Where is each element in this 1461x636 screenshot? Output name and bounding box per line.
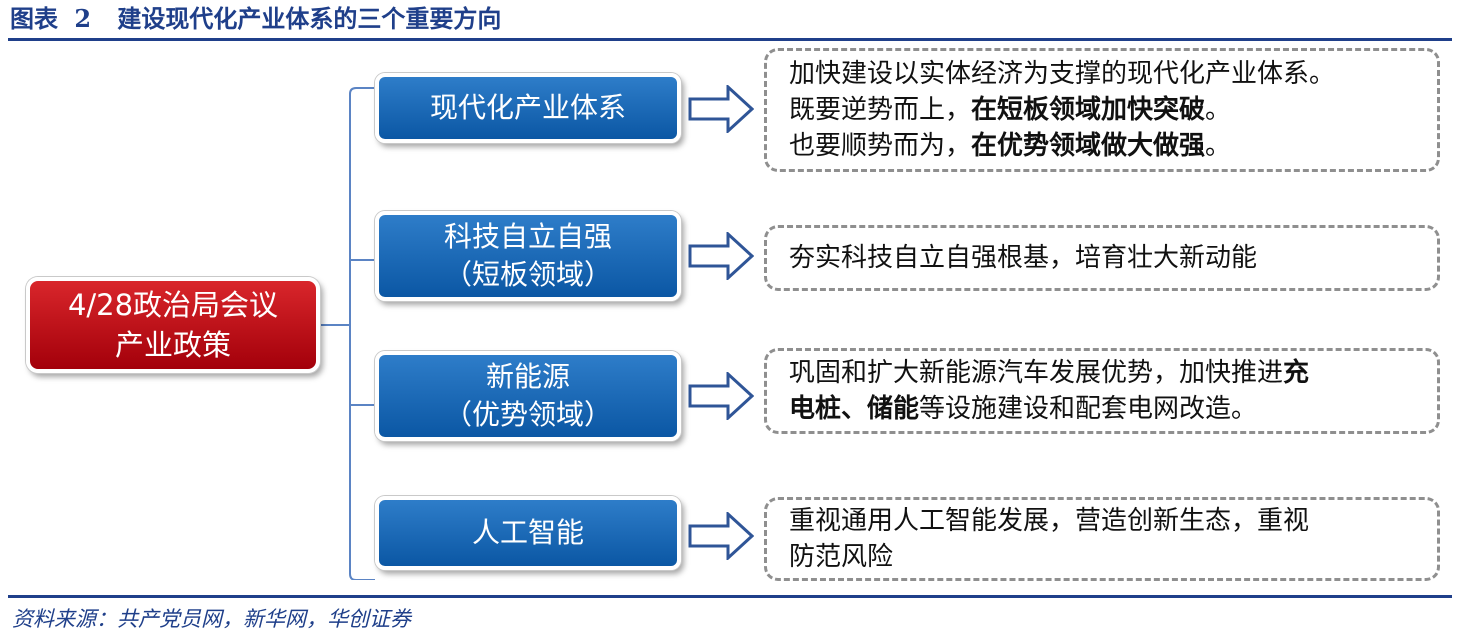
- header-rule: [8, 38, 1452, 41]
- arrow-right-icon: [688, 512, 754, 560]
- detail-line: 也要顺势而为，在优势领域做大做强。: [789, 128, 1427, 164]
- detail-line: 电桩、储能等设施建设和配套电网改造。: [789, 391, 1427, 427]
- detail-emphasis: 电桩、储能: [789, 394, 920, 424]
- arrow-right-icon: [688, 85, 754, 133]
- detail-box-modern-industry: 加快建设以实体经济为支撑的现代化产业体系。 既要逆势而上，在短板领域加快突破。 …: [764, 48, 1440, 172]
- figure-title: 图表 2 建设现代化产业体系的三个重要方向: [10, 2, 501, 36]
- detail-text: 加快建设以实体经济为支撑的现代化产业体系。: [789, 59, 1336, 89]
- detail-text: 巩固和扩大新能源汽车发展优势，加快推进: [789, 358, 1284, 388]
- detail-line: 加快建设以实体经济为支撑的现代化产业体系。: [789, 56, 1427, 92]
- node-new-energy-sublabel: （优势领域）: [443, 398, 612, 431]
- figure-label: 图表: [10, 4, 58, 33]
- detail-emphasis: 充: [1283, 358, 1310, 388]
- footer-rule: [8, 595, 1452, 598]
- detail-text: 。: [1205, 131, 1232, 161]
- detail-text: 防范风险: [789, 542, 894, 572]
- root-node: 4/28政治局会议 产业政策: [26, 277, 320, 373]
- node-ai: 人工智能: [375, 496, 681, 570]
- root-node-line2: 产业政策: [114, 328, 231, 362]
- root-node-line1: 4/28政治局会议: [67, 288, 279, 322]
- node-tech-self-reliance-sublabel: （短板领域）: [443, 258, 612, 291]
- arrow-right-icon: [688, 232, 754, 280]
- detail-emphasis: 在优势领域做大做强: [971, 131, 1206, 161]
- detail-text: 夯实科技自立自强根基，培育壮大新动能: [789, 243, 1258, 273]
- detail-box-tech: 夯实科技自立自强根基，培育壮大新动能: [764, 225, 1440, 291]
- detail-line: 既要逆势而上，在短板领域加快突破。: [789, 92, 1427, 128]
- detail-text: 等设施建设和配套电网改造。: [919, 394, 1258, 424]
- detail-text: 。: [1205, 95, 1232, 125]
- detail-line: 夯实科技自立自强根基，培育壮大新动能: [789, 240, 1427, 276]
- node-modern-industry-label: 现代化产业体系: [429, 91, 626, 124]
- figure-number: 2: [74, 4, 92, 33]
- node-tech-self-reliance: 科技自立自强 （短板领域）: [375, 211, 681, 301]
- detail-emphasis: 在短板领域加快突破: [971, 95, 1206, 125]
- tree-bracket: [320, 87, 375, 580]
- node-ai-label: 人工智能: [471, 516, 584, 549]
- source-note: 资料来源：共产党员网，新华网，华创证券: [12, 607, 411, 631]
- detail-text: 也要顺势而为，: [789, 131, 972, 161]
- detail-line: 重视通用人工智能发展，营造创新生态，重视: [789, 503, 1427, 539]
- detail-line: 巩固和扩大新能源汽车发展优势，加快推进充: [789, 355, 1427, 391]
- detail-box-ai: 重视通用人工智能发展，营造创新生态，重视 防范风险: [764, 497, 1440, 581]
- node-new-energy: 新能源 （优势领域）: [375, 351, 681, 441]
- detail-text: 重视通用人工智能发展，营造创新生态，重视: [789, 506, 1310, 536]
- arrow-right-icon: [688, 372, 754, 420]
- node-tech-self-reliance-label: 科技自立自强: [443, 220, 612, 253]
- detail-box-new-energy: 巩固和扩大新能源汽车发展优势，加快推进充 电桩、储能等设施建设和配套电网改造。: [764, 348, 1440, 434]
- detail-line: 防范风险: [789, 539, 1427, 575]
- detail-text: 既要逆势而上，: [789, 95, 972, 125]
- node-modern-industry: 现代化产业体系: [375, 73, 681, 143]
- node-new-energy-label: 新能源: [485, 360, 570, 393]
- figure-title-text: 建设现代化产业体系的三个重要方向: [117, 4, 502, 33]
